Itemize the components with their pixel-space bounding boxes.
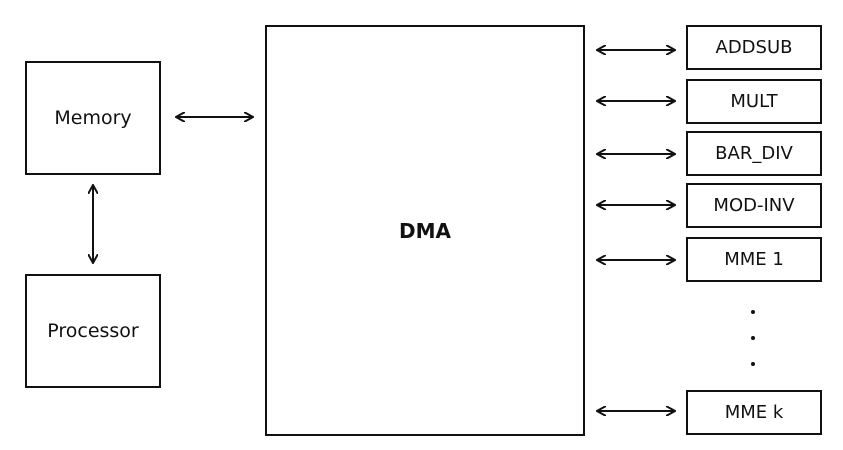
unit-addsub: ADDSUB — [686, 25, 822, 70]
unit-mult: MULT — [686, 79, 822, 124]
memory-block: Memory — [25, 61, 161, 175]
memory-label: Memory — [54, 107, 132, 129]
unit-label: BAR_DIV — [715, 143, 793, 164]
unit-label: MULT — [730, 91, 778, 112]
ellipsis-dot — [751, 362, 755, 366]
unit-mme-1: MME 1 — [686, 237, 822, 282]
ellipsis-dot — [751, 336, 755, 340]
unit-label: MME k — [724, 402, 784, 423]
dma-block: DMA — [265, 25, 585, 436]
processor-block: Processor — [25, 274, 161, 388]
ellipsis-dot — [751, 310, 755, 314]
dma-label: DMA — [399, 218, 451, 243]
vertical-ellipsis — [742, 300, 766, 380]
processor-label: Processor — [47, 320, 139, 342]
unit-bar-div: BAR_DIV — [686, 131, 822, 176]
unit-mod-inv: MOD-INV — [686, 183, 822, 228]
unit-mme-k: MME k — [686, 390, 822, 435]
unit-label: ADDSUB — [715, 37, 793, 58]
unit-label: MOD-INV — [713, 195, 795, 216]
unit-label: MME 1 — [724, 249, 784, 270]
